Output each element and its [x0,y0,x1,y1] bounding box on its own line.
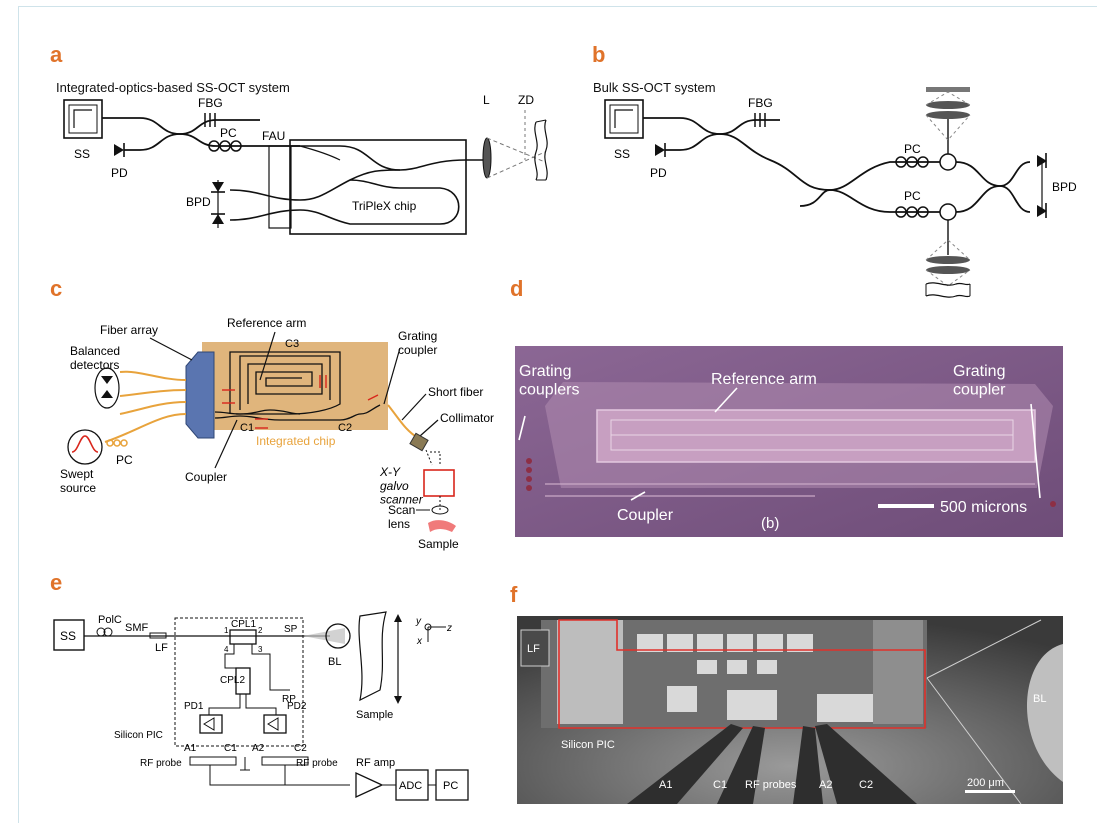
b-fbg-label: FBG [748,96,773,110]
e-bl-label: BL [328,656,341,668]
e-silicon-pic-label: Silicon PIC [114,730,163,741]
e-adc-label: ADC [399,780,422,792]
e-port2-label: 2 [258,626,263,635]
e-sample-label: Sample [356,709,393,721]
d-reference-arm-label: Reference arm [711,371,817,388]
f-silicon-pic-label: Silicon PIC [561,739,615,751]
e-c2-label: C2 [294,743,307,754]
e-cpl1-label: CPL1 [231,619,256,630]
panel-label-f: f [510,582,517,608]
e-pd1-label: PD1 [184,701,204,712]
f-rf-probes-label: RF probes [745,779,797,791]
d-scale-label: 500 microns [940,499,1027,516]
e-a1-label: A1 [184,743,197,754]
b-pc1-label: PC [904,142,921,156]
e-y-axis-label: y [415,616,422,627]
f-bl-label: BL [1033,693,1046,705]
d-scale-bar [878,504,934,508]
panel-e-diagram: SS PolC SMF LF CPL1 1 2 4 3 SP RP CPL2 P… [0,0,560,825]
e-lf-label: LF [155,642,168,654]
d-sub-label: (b) [761,515,779,532]
e-rf-amp-label: RF amp [356,757,395,769]
f-scale-label: 200 μm [967,777,1004,789]
e-rf-probe-right-label: RF probe [296,758,338,769]
e-smf-label: SMF [125,622,149,634]
e-port3-label: 3 [258,645,263,654]
d-coupler-label: Coupler [617,507,674,524]
b-bpd-label: BPD [1052,180,1077,194]
b-pd-label: PD [650,166,667,180]
e-a2-label: A2 [252,743,265,754]
f-lf-label: LF [527,643,540,655]
e-z-axis-label: z [446,623,452,634]
f-scale-bar [965,790,1015,793]
e-rf-probe-left-label: RF probe [140,758,182,769]
e-ss-label: SS [60,629,76,643]
panel-f-photo: LF BL Silicon PIC A1 C1 RF probes A2 C2 … [517,616,1063,804]
e-pc-label: PC [443,780,458,792]
b-pc2-label: PC [904,189,921,203]
f-c2-label: C2 [859,779,873,791]
e-x-axis-label: x [416,636,423,647]
e-sp-label: SP [284,624,298,635]
e-port1-label: 1 [224,626,229,635]
e-polc-label: PolC [98,614,122,626]
e-port4-label: 4 [224,645,229,654]
e-c1-label: C1 [224,743,237,754]
f-c1-label: C1 [713,779,727,791]
f-a2-label: A2 [819,779,832,791]
f-a1-label: A1 [659,779,672,791]
e-cpl2-label: CPL2 [220,675,245,686]
b-ss-label: SS [614,147,630,161]
e-pd2-label: PD2 [287,701,307,712]
